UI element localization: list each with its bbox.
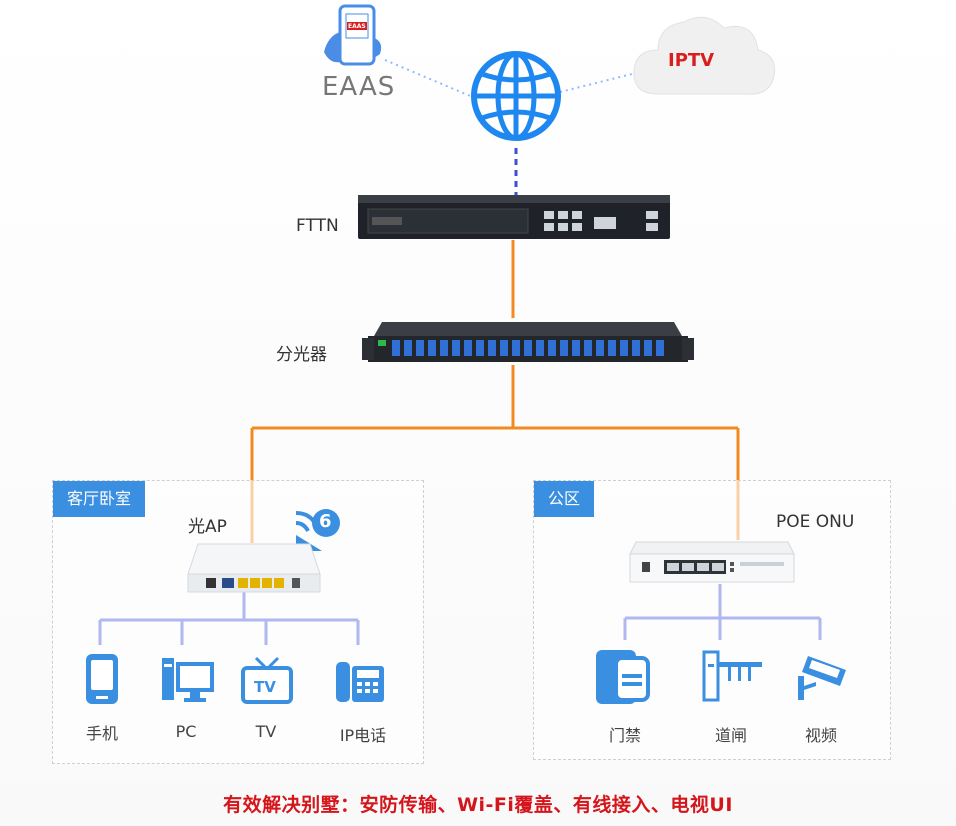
optical-ap-label: 光AP xyxy=(188,517,227,537)
device-label-access-control: 门禁 xyxy=(608,726,641,745)
fiber-splitter-branches xyxy=(250,365,740,543)
iptv-cloud-icon: IPTV xyxy=(628,4,778,104)
zone-residential-tag: 客厅卧室 xyxy=(53,481,146,517)
device-label-pc: PC xyxy=(175,722,197,741)
fttn-device-icon xyxy=(358,193,670,241)
zone-residential: 客厅卧室 xyxy=(52,480,424,764)
fttn-label: FTTN xyxy=(296,216,339,236)
eaas-label: EAAS xyxy=(322,72,396,102)
eaas-phone-icon: EAAS xyxy=(318,2,388,72)
internet-globe-icon xyxy=(468,48,564,144)
device-label-barrier-gate: 道闸 xyxy=(714,726,747,745)
splitter-device-icon xyxy=(362,318,694,368)
tv-icon: TV xyxy=(240,656,294,708)
link-eaas-globe xyxy=(384,59,476,99)
barrier-gate-icon xyxy=(700,648,764,704)
splitter-label: 分光器 xyxy=(276,345,327,365)
camera-icon xyxy=(794,646,854,702)
device-label-ip-phone: IP电话 xyxy=(339,726,387,745)
device-label-video: 视频 xyxy=(804,726,837,745)
iptv-label: IPTV xyxy=(668,50,715,71)
diagram-caption: 有效解决别墅：安防传输、Wi-Fi覆盖、有线接入、电视UI xyxy=(223,794,733,816)
device-label-tv: TV xyxy=(255,722,277,741)
phone-icon xyxy=(82,652,122,706)
wifi6-badge-text: 6 xyxy=(319,511,332,532)
optical-ap-device-icon xyxy=(184,540,324,596)
poe-onu-label: POE ONU xyxy=(776,512,855,532)
device-label-phone: 手机 xyxy=(85,724,118,743)
access-control-icon xyxy=(594,644,652,706)
zone-public-tag: 公区 xyxy=(534,481,595,517)
tv-icon-text: TV xyxy=(254,678,276,696)
zone-public: 公区 xyxy=(533,480,891,760)
eaas-phone-text: EAAS xyxy=(348,23,366,30)
poe-onu-device-icon xyxy=(628,540,796,586)
link-globe-iptv xyxy=(559,71,641,93)
pc-icon xyxy=(160,656,214,706)
ip-phone-icon xyxy=(334,656,388,708)
